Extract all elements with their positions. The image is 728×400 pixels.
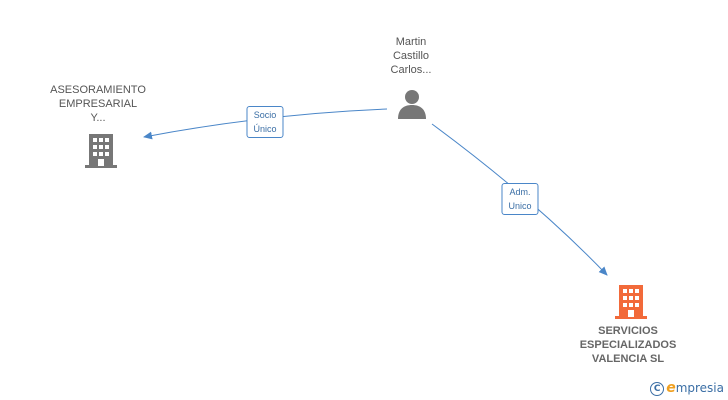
brand-first-letter: e — [666, 380, 676, 396]
company-left-line-3: Y... — [90, 112, 106, 124]
person-node-label[interactable]: Martin Castillo Carlos... — [391, 35, 432, 77]
edge-socio-line-1: Socio — [253, 110, 277, 120]
brand-rest: mpresia — [675, 381, 724, 395]
company-main-label[interactable]: SERVICIOS ESPECIALIZADOS VALENCIA SL — [580, 324, 677, 366]
company-left-line-2: EMPRESARIAL — [58, 98, 138, 110]
company-main-line-2: ESPECIALIZADOS — [579, 339, 677, 351]
edge-adm-line-2: Unico — [508, 201, 532, 211]
person-name-line-3: Carlos... — [390, 64, 432, 76]
company-left-label[interactable]: ASESORAMIENTO EMPRESARIAL Y... — [50, 83, 146, 125]
edge-label-adm[interactable]: Adm. Unico — [501, 183, 539, 215]
company-main-line-3: VALENCIA SL — [591, 353, 665, 365]
building-icon[interactable] — [85, 134, 117, 168]
company-left-line-1: ASESORAMIENTO — [50, 84, 146, 96]
company-main-line-1: SERVICIOS — [598, 325, 658, 337]
person-name-line-1: Martin — [395, 36, 427, 48]
copyright-icon: C — [650, 381, 665, 396]
building-icon[interactable] — [615, 285, 647, 319]
person-name-line-2: Castillo — [392, 50, 430, 62]
person-icon[interactable] — [397, 88, 427, 120]
edge-adm-line-1: Adm. — [509, 187, 531, 197]
edge-socio-line-2: Único — [253, 124, 277, 134]
edge-label-socio[interactable]: Socio Único — [246, 106, 284, 138]
